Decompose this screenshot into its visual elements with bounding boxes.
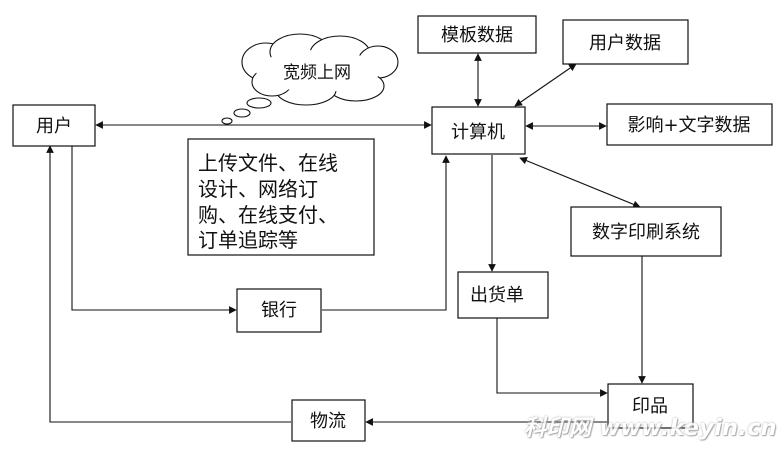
node-prints-label: 印品 [632, 396, 668, 417]
node-delivery-note: 出货单 [457, 271, 549, 319]
node-delivery-note-label: 出货单 [470, 285, 524, 306]
node-computer-label: 计算机 [451, 122, 505, 143]
services-note: 上传文件、在线 设计、网络订 购、在线支付、 订单追踪等 [187, 138, 375, 256]
node-user-data-label: 用户数据 [589, 33, 661, 54]
cloud-shape [241, 33, 399, 106]
node-logistics: 物流 [291, 399, 366, 442]
node-logistics-label: 物流 [310, 411, 346, 432]
thought-bubble-large [246, 97, 272, 109]
node-digital-print-system: 数字印刷系统 [570, 206, 722, 257]
node-image-text-data: 影响+文字数据 [606, 103, 773, 146]
connectors [46, 53, 646, 426]
edge-logistics-user [46, 145, 291, 423]
services-note-line-1: 上传文件、在线 [198, 151, 338, 175]
node-prints: 印品 [607, 383, 694, 429]
edge-user-bank [71, 145, 237, 314]
watermark: 科印网 www.keyin.cn [524, 416, 777, 441]
node-user-label: 用户 [36, 116, 72, 137]
edge-userdata-computer [514, 63, 577, 107]
services-note-line-2: 设计、网络订 [198, 177, 318, 201]
node-user: 用户 [12, 104, 96, 147]
services-note-line-3: 购、在线支付、 [198, 203, 338, 227]
edge-bank-computer [322, 155, 450, 311]
node-computer: 计算机 [431, 106, 526, 155]
edge-computer-printsystem [519, 157, 641, 208]
node-user-data: 用户数据 [562, 19, 689, 65]
edge-delivery-prints [496, 318, 608, 397]
cloud-callout: 宽频上网 [221, 33, 399, 125]
thought-bubble-medium [233, 108, 251, 118]
services-note-line-4: 订单追踪等 [198, 228, 298, 252]
node-bank: 银行 [236, 288, 322, 333]
cloud-label: 宽频上网 [283, 63, 351, 83]
node-bank-label: 银行 [261, 300, 297, 321]
node-digital-print-system-label: 数字印刷系统 [592, 222, 700, 243]
node-template-data-label: 模板数据 [441, 25, 513, 46]
node-image-text-data-label: 影响+文字数据 [627, 115, 750, 136]
thought-bubble-small [221, 117, 233, 125]
node-template-data: 模板数据 [417, 15, 537, 54]
